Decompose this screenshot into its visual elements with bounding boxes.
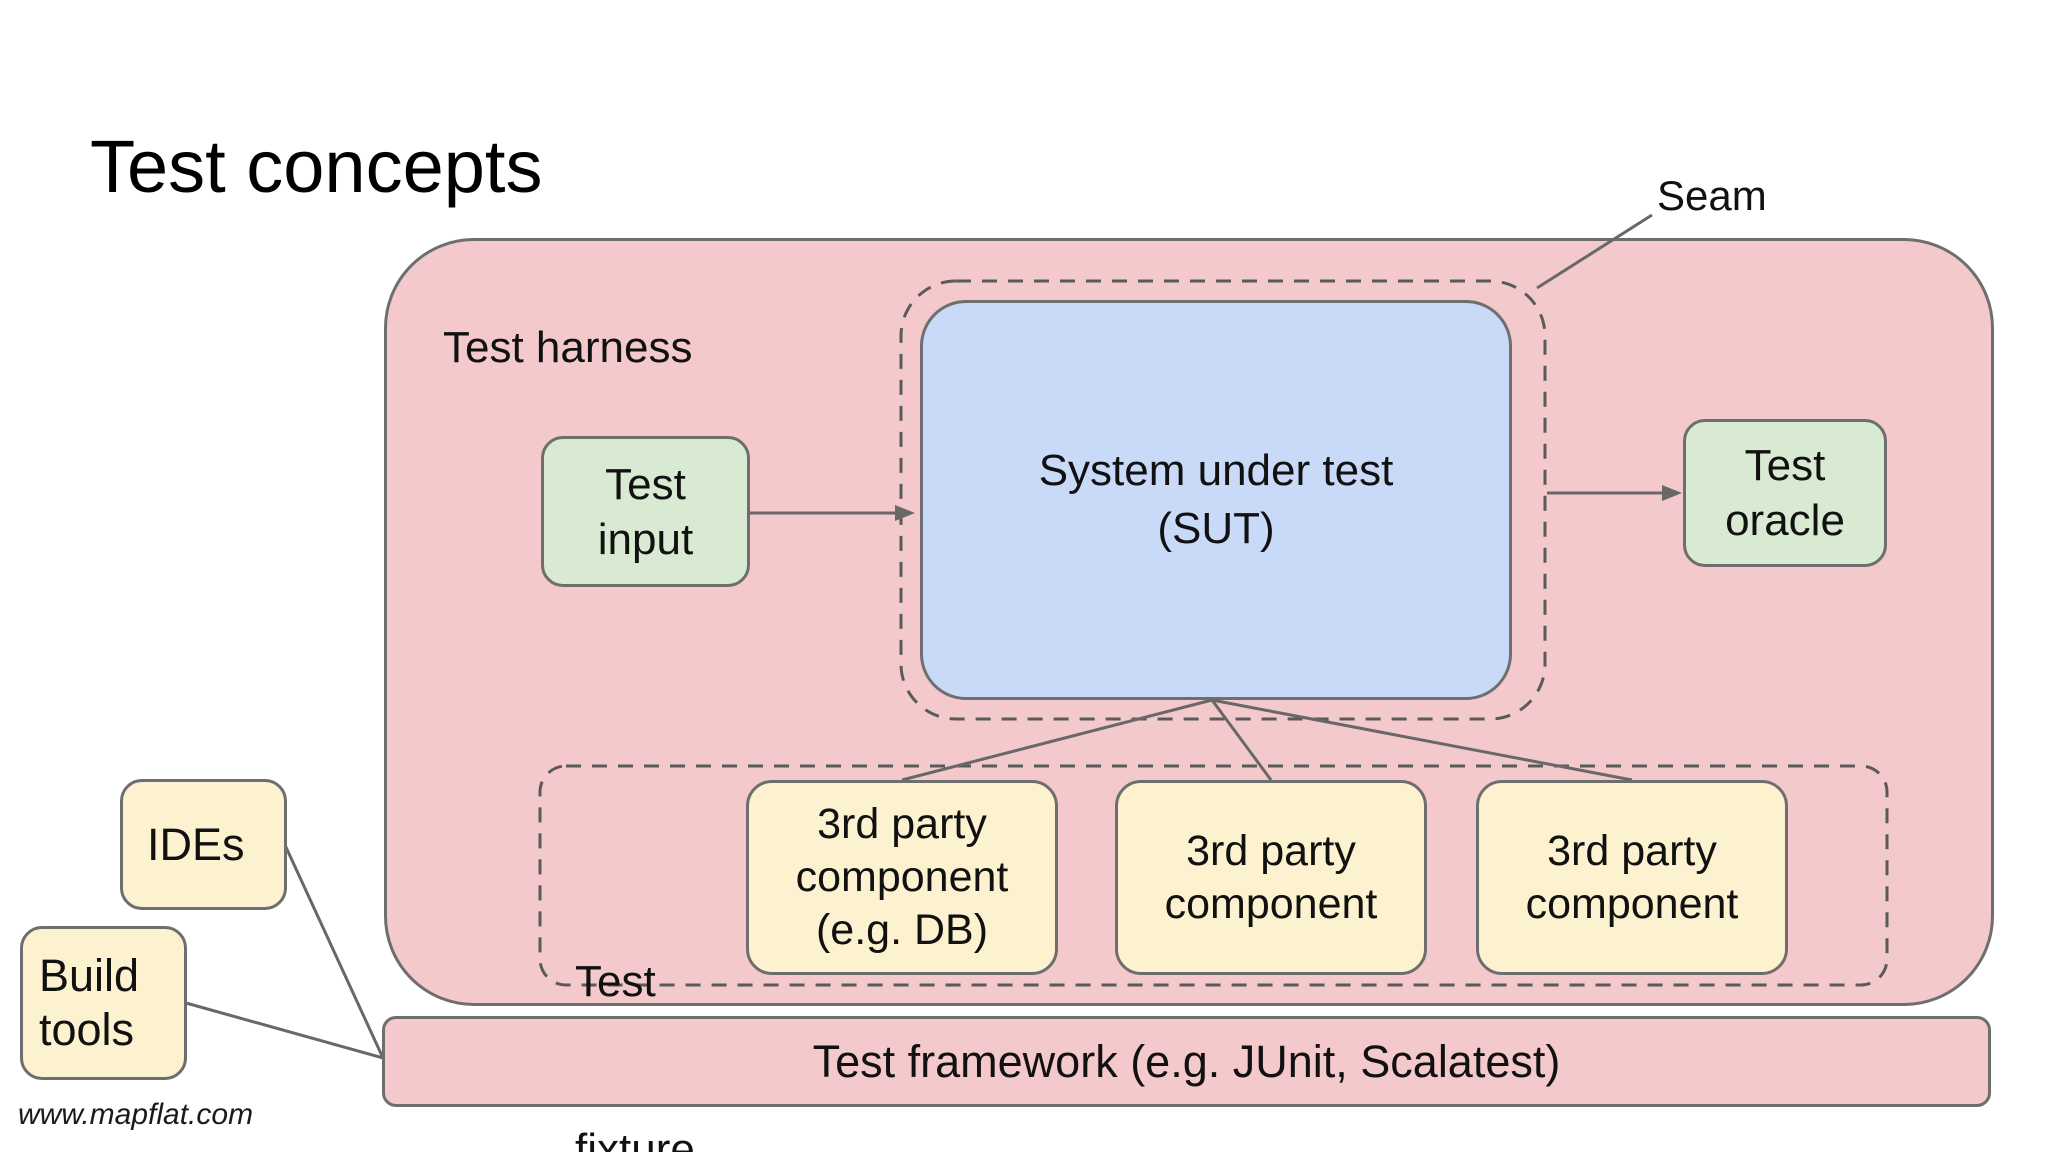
build-tools-line1: Build <box>39 950 140 1001</box>
build-tools-line2: tools <box>39 1004 135 1055</box>
line-sut-to-component-1 <box>901 698 1213 782</box>
component-1-line3: (e.g. DB) <box>815 906 989 954</box>
line-ides-to-framework <box>283 844 385 1059</box>
test-fixture-label: Test fixture <box>575 842 695 1152</box>
component-1-line2: component <box>795 853 1009 901</box>
sut-label-line2: (SUT) <box>1157 504 1275 553</box>
seam-dashed-border <box>899 279 1547 721</box>
test-framework-label: Test framework (e.g. JUnit, Scalatest) <box>812 1035 1561 1087</box>
page-title: Test concepts <box>90 125 543 208</box>
test-oracle-box: Test oracle <box>1683 419 1887 567</box>
component-2-line2: component <box>1164 879 1378 928</box>
line-sut-to-component-3 <box>1211 698 1633 782</box>
ides-label: IDEs <box>147 818 245 870</box>
system-under-test-box: System under test (SUT) <box>920 300 1512 700</box>
component-2-line1: 3rd party <box>1186 826 1356 875</box>
build-tools-box: Build tools <box>20 926 187 1080</box>
component-3-line2: component <box>1525 879 1739 928</box>
test-input-line2: input <box>597 514 694 564</box>
test-fixture-dashed-border <box>538 764 1889 987</box>
line-buildtools-to-framework <box>185 1001 384 1060</box>
ides-box: IDEs <box>120 779 287 910</box>
component-1-line1: 3rd party <box>817 800 987 848</box>
test-oracle-line1: Test <box>1744 441 1826 490</box>
third-party-component-3-box: 3rd party component <box>1476 780 1788 975</box>
seam-leader-line <box>1536 213 1653 290</box>
test-fixture-label-line2: fixture <box>575 1125 695 1152</box>
third-party-component-2-box: 3rd party component <box>1115 780 1427 975</box>
test-input-line1: Test <box>605 459 686 509</box>
test-oracle-line2: oracle <box>1725 496 1845 545</box>
test-framework-bar: Test framework (e.g. JUnit, Scalatest) <box>382 1016 1991 1107</box>
test-fixture-label-line1: Test <box>575 957 656 1006</box>
website-url: www.mapflat.com <box>18 1098 254 1131</box>
seam-label: Seam <box>1657 172 1767 219</box>
line-sut-to-component-2 <box>1210 699 1273 781</box>
third-party-component-1-box: 3rd party component (e.g. DB) <box>746 780 1058 975</box>
sut-label-line1: System under test <box>1038 446 1394 495</box>
component-3-line1: 3rd party <box>1547 826 1717 875</box>
test-harness-label: Test harness <box>443 323 693 372</box>
test-input-box: Test input <box>541 436 750 587</box>
